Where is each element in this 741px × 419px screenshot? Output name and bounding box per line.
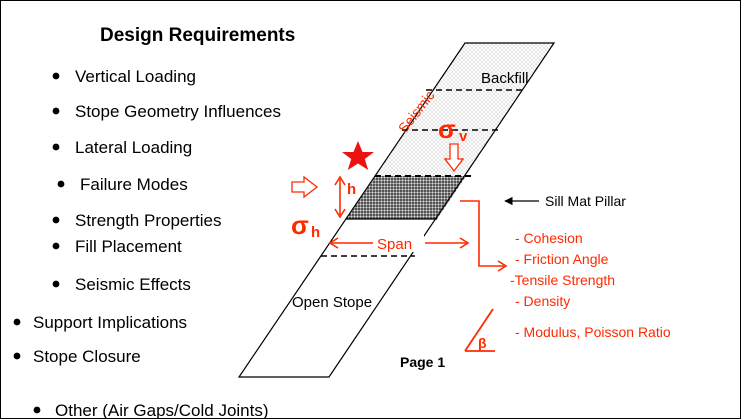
sill-mat-region [346,176,466,219]
bullet-failure-modes: Failure Modes [80,175,188,194]
backfill-label: Backfill [481,70,529,87]
open-stope-label: Open Stope [292,294,372,311]
bullet-stope-closure: Stope Closure [33,347,141,366]
bullet-fill-placement: Fill Placement [75,237,182,256]
beta-label: β [478,335,487,351]
bullet-dot [57,180,65,188]
property-cohesion: - Cohesion [515,230,583,246]
sill-mat-label: Sill Mat Pillar [545,193,626,209]
bullet-other: Other (Air Gaps/Cold Joints) [55,401,269,419]
bullet-dot [52,280,60,288]
property-connector [460,200,504,267]
bullet-dot [52,107,60,115]
bullet-dot [52,143,60,151]
bullet-stope-geometry: Stope Geometry Influences [75,102,281,121]
bullet-lateral-loading: Lateral Loading [75,138,192,157]
span-label: Span [377,236,412,253]
bullet-vertical-loading: Vertical Loading [75,67,196,86]
bullet-dot [52,216,60,224]
h-arrow-up-icon [334,175,346,186]
property-modulus-poisson: - Modulus, Poisson Ratio [515,324,671,340]
span-arrow-right-icon [459,237,470,249]
page-title: Design Requirements [100,25,295,46]
bullet-dot [13,352,21,360]
beta-angle-slope [464,308,494,352]
property-tensile-strength: -Tensile Strength [510,272,615,288]
bullet-strength-properties: Strength Properties [75,211,221,230]
sigma-v-arrow-icon [443,143,465,173]
page-label: Page 1 [400,354,445,370]
span-arrow-left-icon [328,237,339,249]
property-density: - Density [515,293,570,309]
span-label-background [374,234,424,252]
property-friction-angle: - Friction Angle [515,251,609,267]
material-properties: - Cohesion - Friction Angle -Tensile Str… [510,230,671,340]
h-label: h [347,181,356,198]
seismic-star-icon [342,141,374,170]
bullet-dot [13,318,21,326]
stope-diagram [237,42,556,378]
backfill-region [376,43,554,176]
sigma-h-arrow-icon [291,175,319,199]
bullet-dot [52,72,60,80]
bullet-list: Vertical Loading Stope Geometry Influenc… [13,67,281,419]
bullet-seismic-effects: Seismic Effects [75,275,191,294]
bullet-dot [33,406,41,414]
sigma-h-symbol: σ [291,210,309,240]
sigma-v-subscript: v [459,128,468,145]
bullet-dot [52,242,60,250]
bullet-support-implications: Support Implications [33,313,187,332]
sigma-h-subscript: h [311,224,320,241]
sigma-v-symbol: σ [438,114,456,144]
h-arrow-down-icon [334,208,346,219]
stope-outline [237,42,556,378]
property-arrow-icon [497,260,508,272]
